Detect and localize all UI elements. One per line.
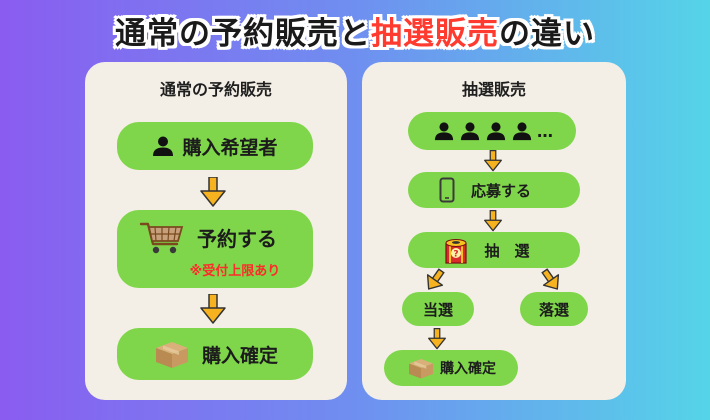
person-icon xyxy=(460,121,480,141)
step-lose-label: 落選 xyxy=(538,300,569,319)
lottery-box-icon: ? xyxy=(444,236,468,264)
lottery-sale-panel-title: 抽選販売 xyxy=(461,80,526,99)
svg-text:?: ? xyxy=(454,250,459,260)
title-part-3: の違い xyxy=(499,16,595,52)
step-lose: 落選 xyxy=(520,292,588,326)
step-reserve: 予約する ※受付上限あり xyxy=(117,210,313,288)
step-applicants: … xyxy=(408,112,576,150)
smartphone-icon xyxy=(439,177,455,203)
person-icon xyxy=(434,121,454,141)
title-part-1: 通常の予約販売と xyxy=(115,16,371,52)
person-icon xyxy=(486,121,506,141)
normal-sale-panel: 通常の予約販売 購入希望者 xyxy=(85,62,347,400)
arrow-down-left-icon xyxy=(424,268,446,292)
person-icon xyxy=(152,135,174,157)
reserve-limit-note: ※受付上限あり xyxy=(189,263,281,279)
lottery-sale-panel: 抽選販売 … 応募する ? xyxy=(362,62,626,400)
step-win-label: 当選 xyxy=(422,300,453,319)
box-icon xyxy=(406,356,436,380)
title-part-2: 抽選販売 xyxy=(371,16,499,52)
step-apply: 応募する xyxy=(408,172,580,208)
step-confirm: 購入確定 xyxy=(117,328,313,380)
page-title: 通常の予約販売と抽選販売の違い xyxy=(0,10,710,58)
arrow-down-icon xyxy=(200,294,226,324)
step-reserve-label: 予約する xyxy=(197,227,277,251)
arrow-down-icon xyxy=(484,150,502,172)
arrow-down-icon xyxy=(200,177,226,207)
step-confirm-label: 購入確定 xyxy=(201,344,278,367)
cart-icon xyxy=(139,220,185,256)
arrow-down-icon xyxy=(428,328,446,350)
person-icon xyxy=(512,121,532,141)
step-confirm-lottery-label: 購入確定 xyxy=(440,361,496,377)
step-lottery-label: 抽 選 xyxy=(484,241,530,260)
arrow-down-icon xyxy=(484,210,502,232)
step-win: 当選 xyxy=(402,292,474,326)
step-lottery: ? 抽 選 xyxy=(408,232,580,268)
step-confirm-lottery: 購入確定 xyxy=(384,350,518,386)
arrow-down-right-icon xyxy=(540,268,562,292)
ellipsis-label: … xyxy=(537,121,553,141)
step-applicant-label: 購入希望者 xyxy=(182,136,278,159)
step-apply-label: 応募する xyxy=(470,181,531,200)
step-applicant: 購入希望者 xyxy=(117,122,313,170)
normal-sale-panel-title: 通常の予約販売 xyxy=(159,80,272,99)
box-icon xyxy=(152,339,192,369)
